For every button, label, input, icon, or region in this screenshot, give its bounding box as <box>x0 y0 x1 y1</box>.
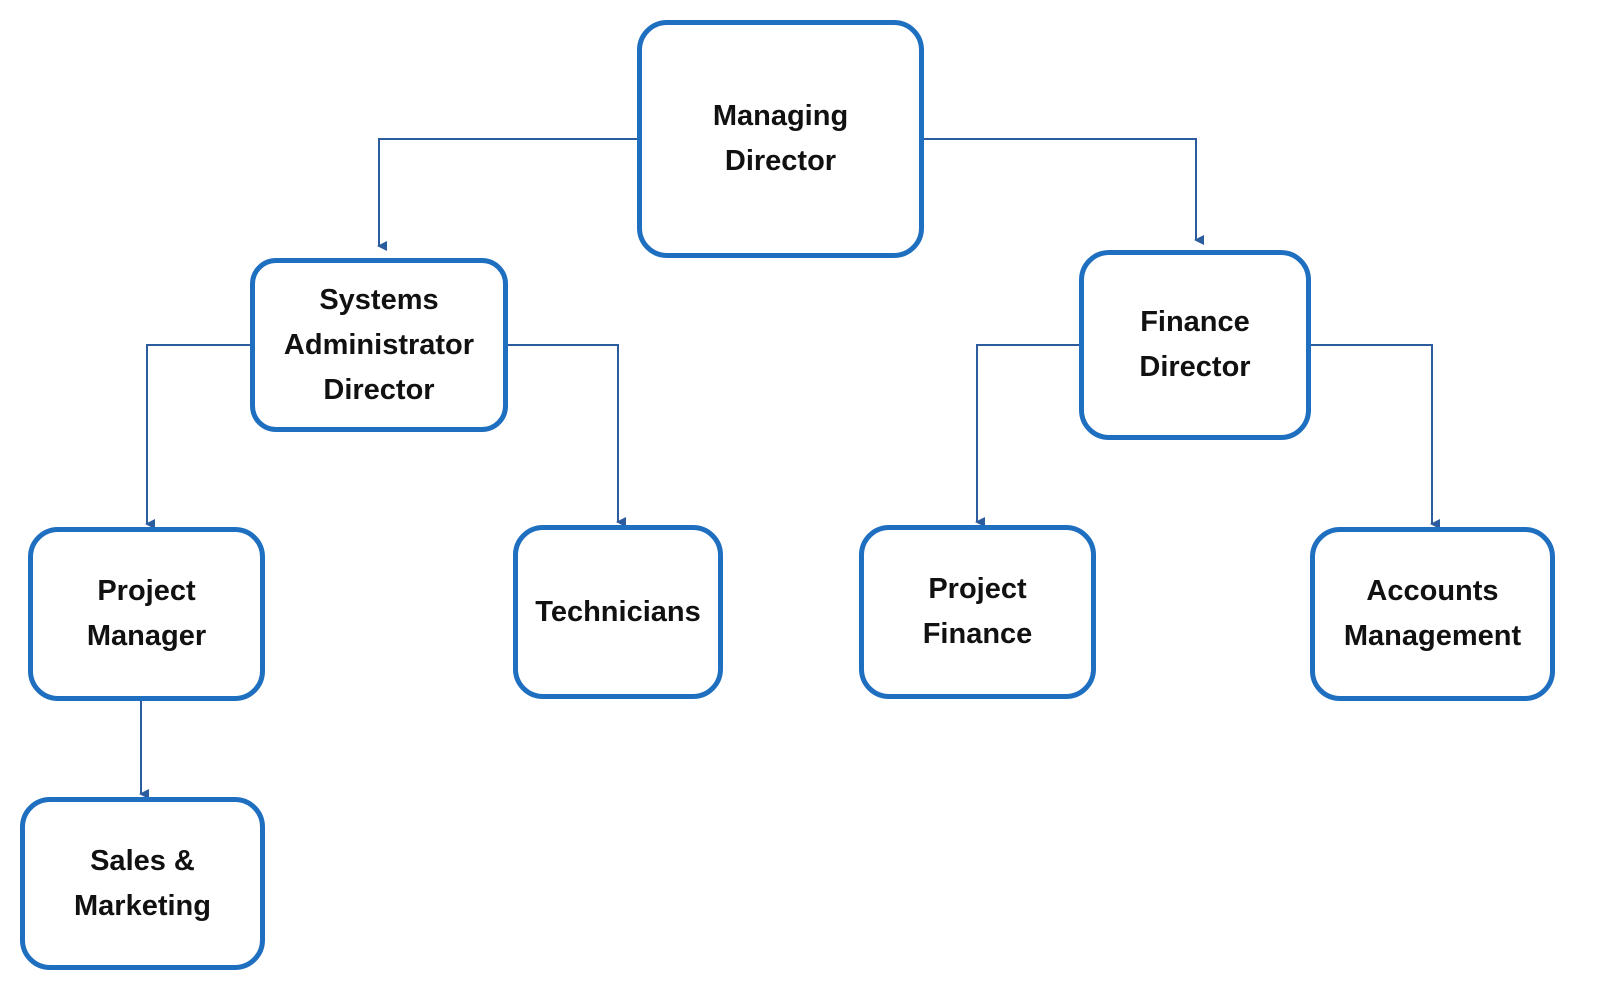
node-finance-director: Finance Director <box>1079 250 1311 440</box>
node-label: Systems Administrator Director <box>283 283 475 406</box>
node-label: Finance Director <box>1139 306 1251 383</box>
node-project-finance: Project Finance <box>859 525 1096 699</box>
node-technicians: Technicians <box>513 525 723 699</box>
node-label: Project Manager <box>86 575 207 652</box>
node-label: Project Finance <box>922 573 1033 650</box>
node-label: Technicians <box>535 595 701 628</box>
node-accounts-management: Accounts Management <box>1310 527 1555 701</box>
edge-sad-pm <box>145 344 250 529</box>
node-label: Managing Director <box>712 100 849 177</box>
edge-fd-pf <box>975 344 1079 527</box>
edge-fd-am <box>1311 344 1440 529</box>
edge-sad-tech <box>508 344 626 527</box>
node-systems-admin-director: Systems Administrator Director <box>250 258 508 432</box>
node-managing-director: Managing Director <box>637 20 924 258</box>
edge-md-sad <box>377 138 637 251</box>
edge-md-fd <box>924 138 1204 245</box>
node-label: Accounts Management <box>1343 575 1522 652</box>
node-project-manager: Project Manager <box>28 527 265 701</box>
node-sales-marketing: Sales & Marketing <box>20 797 265 970</box>
node-label: Sales & Marketing <box>74 844 211 922</box>
